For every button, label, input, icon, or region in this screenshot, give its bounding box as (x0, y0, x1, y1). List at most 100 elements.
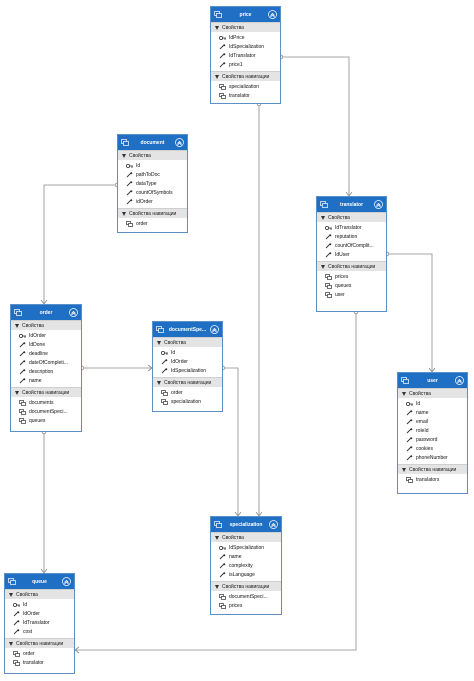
collapse-chevron-icon[interactable] (62, 577, 71, 586)
navigation-row[interactable]: order (153, 388, 222, 397)
properties-section-header[interactable]: Свойства (118, 150, 187, 160)
property-row[interactable]: pathToDoc (118, 170, 187, 179)
collapse-arrow-icon[interactable] (121, 153, 127, 159)
property-row[interactable]: name (398, 408, 467, 417)
property-row[interactable]: Id (153, 348, 222, 357)
navigation-section-header[interactable]: Свойства навигации (5, 638, 74, 648)
properties-section-header[interactable]: Свойства (11, 320, 81, 330)
navigation-row[interactable]: translators (398, 475, 467, 484)
property-row[interactable]: name (211, 552, 281, 561)
collapse-arrow-icon[interactable] (121, 211, 127, 217)
collapse-arrow-icon[interactable] (214, 584, 220, 590)
navigation-row[interactable]: specialization (211, 82, 280, 91)
property-row[interactable]: IdPrice (211, 33, 280, 42)
navigation-section-header[interactable]: Свойства навигации (211, 581, 281, 591)
property-row[interactable]: password (398, 435, 467, 444)
properties-section-header[interactable]: Свойства (317, 212, 386, 222)
collapse-arrow-icon[interactable] (156, 340, 162, 346)
property-row[interactable]: IdTranslator (211, 51, 280, 60)
collapse-arrow-icon[interactable] (214, 74, 220, 80)
collapse-arrow-icon[interactable] (214, 535, 220, 541)
entity-translator[interactable]: translator Свойства IdTranslator reputat… (316, 196, 387, 312)
navigation-row[interactable]: prices (211, 601, 281, 610)
collapse-arrow-icon[interactable] (320, 215, 326, 221)
entity-header[interactable]: document (118, 135, 187, 150)
entity-order[interactable]: order Свойства IdOrder IdDone deadline d… (10, 304, 82, 432)
entity-header[interactable]: queue (5, 574, 74, 589)
entity-header[interactable]: translator (317, 197, 386, 212)
properties-section-header[interactable]: Свойства (398, 388, 467, 398)
entity-header[interactable]: order (11, 305, 81, 320)
navigation-row[interactable]: order (118, 219, 187, 228)
collapse-arrow-icon[interactable] (14, 323, 20, 329)
collapse-arrow-icon[interactable] (14, 390, 20, 396)
property-row[interactable]: dateOfCompleti... (11, 358, 81, 367)
entity-document[interactable]: document Свойства Id pathToDoc dataType … (117, 134, 188, 233)
navigation-row[interactable]: documentSpeci... (211, 592, 281, 601)
collapse-arrow-icon[interactable] (8, 641, 14, 647)
property-row[interactable]: idOrder (118, 197, 187, 206)
property-row[interactable]: roleId (398, 426, 467, 435)
properties-section-header[interactable]: Свойства (211, 532, 281, 542)
navigation-section-header[interactable]: Свойства навигации (211, 71, 280, 81)
property-row[interactable]: IdTranslator (5, 618, 74, 627)
property-row[interactable]: description (11, 367, 81, 376)
property-row[interactable]: IdDone (11, 340, 81, 349)
navigation-section-header[interactable]: Свойства навигации (118, 208, 187, 218)
property-row[interactable]: reputation (317, 232, 386, 241)
property-row[interactable]: IdOrder (153, 357, 222, 366)
navigation-row[interactable]: queues (317, 281, 386, 290)
property-row[interactable]: phoneNumber (398, 453, 467, 462)
properties-section-header[interactable]: Свойства (153, 337, 222, 347)
property-row[interactable]: countOfComplit... (317, 241, 386, 250)
navigation-section-header[interactable]: Свойства навигации (398, 464, 467, 474)
properties-section-header[interactable]: Свойства (211, 22, 280, 32)
collapse-chevron-icon[interactable] (455, 376, 464, 385)
entity-documentspe[interactable]: documentSpe... Свойства Id IdOrder IdSpe… (152, 321, 223, 412)
property-row[interactable]: IdSpecialization (211, 543, 281, 552)
entity-price[interactable]: price Свойства IdPrice IdSpecialization … (210, 6, 281, 104)
property-row[interactable]: Id (118, 161, 187, 170)
entity-user[interactable]: user Свойства Id name email roleId passw… (397, 372, 468, 494)
collapse-arrow-icon[interactable] (156, 380, 162, 386)
property-row[interactable]: complexity (211, 561, 281, 570)
collapse-arrow-icon[interactable] (401, 467, 407, 473)
collapse-chevron-icon[interactable] (69, 308, 78, 317)
property-row[interactable]: IdUser (317, 250, 386, 259)
collapse-arrow-icon[interactable] (214, 25, 220, 31)
properties-section-header[interactable]: Свойства (5, 589, 74, 599)
entity-header[interactable]: user (398, 373, 467, 388)
navigation-row[interactable]: translator (5, 658, 74, 667)
navigation-row[interactable]: order (5, 649, 74, 658)
property-row[interactable]: IdOrder (11, 331, 81, 340)
property-row[interactable]: IdTranslator (317, 223, 386, 232)
collapse-chevron-icon[interactable] (374, 200, 383, 209)
property-row[interactable]: name (11, 376, 81, 385)
navigation-row[interactable]: user (317, 290, 386, 299)
property-row[interactable]: Id (5, 600, 74, 609)
navigation-row[interactable]: documents (11, 398, 81, 407)
collapse-arrow-icon[interactable] (320, 264, 326, 270)
collapse-arrow-icon[interactable] (401, 391, 407, 397)
collapse-chevron-icon[interactable] (210, 325, 219, 334)
entity-specialization[interactable]: specialization Свойства IdSpecialization… (210, 516, 282, 615)
property-row[interactable]: cost (5, 627, 74, 636)
navigation-row[interactable]: queues (11, 416, 81, 425)
navigation-section-header[interactable]: Свойства навигации (153, 377, 222, 387)
navigation-section-header[interactable]: Свойства навигации (11, 387, 81, 397)
property-row[interactable]: IdOrder (5, 609, 74, 618)
navigation-row[interactable]: documentSpeci... (11, 407, 81, 416)
navigation-row[interactable]: translator (211, 91, 280, 100)
navigation-row[interactable]: prices (317, 272, 386, 281)
entity-header[interactable]: price (211, 7, 280, 22)
property-row[interactable]: price1 (211, 60, 280, 69)
entity-header[interactable]: documentSpe... (153, 322, 222, 337)
property-row[interactable]: email (398, 417, 467, 426)
navigation-section-header[interactable]: Свойства навигации (317, 261, 386, 271)
collapse-chevron-icon[interactable] (268, 10, 277, 19)
property-row[interactable]: isLanguage (211, 570, 281, 579)
collapse-arrow-icon[interactable] (8, 592, 14, 598)
property-row[interactable]: IdSpecialization (211, 42, 280, 51)
property-row[interactable]: dataType (118, 179, 187, 188)
property-row[interactable]: IdSpecialization (153, 366, 222, 375)
